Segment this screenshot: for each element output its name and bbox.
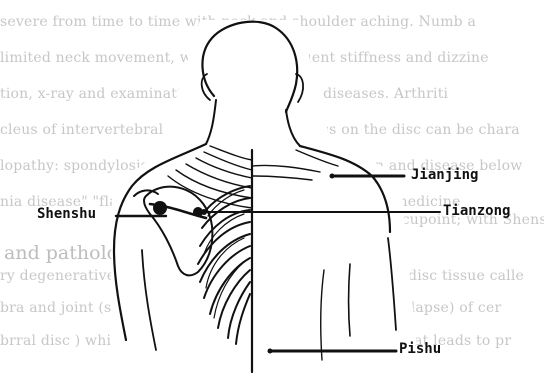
figure-backdrop: [110, 20, 420, 379]
shenshu-label: Shenshu: [37, 206, 96, 222]
tianzong-point: [201, 209, 207, 215]
tianzong-label: Tianzong: [443, 203, 510, 219]
pishu-label: Pishu: [399, 341, 441, 357]
jianjing-label: Jianjing: [411, 167, 478, 183]
scapula-shade: [153, 201, 167, 215]
jianjing-point: [330, 174, 335, 179]
pishu-point: [268, 349, 273, 354]
